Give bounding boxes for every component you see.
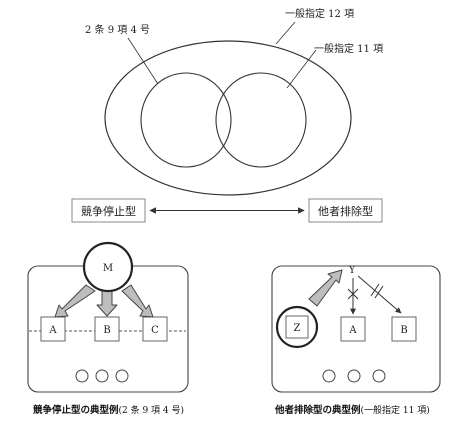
left-caption: 競争停止型の典型例(2 条 9 項 4 号) [33, 404, 184, 416]
right-example: A B Y Z 他者排除型の典型例(一般指定 11 項) [271, 265, 441, 416]
right-market-box [271, 265, 441, 393]
node-a: A [48, 325, 57, 336]
node-b-right-box [391, 316, 417, 342]
leader-outer [275, 21, 296, 45]
leader-left [127, 37, 159, 85]
right-dot-3 [372, 369, 386, 383]
node-c: C [151, 325, 159, 336]
node-z: Z [294, 323, 301, 334]
right-caption: 他者排除型の典型例(一般指定 11 項) [274, 404, 430, 416]
node-m: M [103, 263, 113, 274]
left-dot-3 [115, 369, 129, 383]
spectrum: 競争停止型 他者排除型 [71, 198, 383, 223]
node-m-circle [82, 241, 134, 293]
block-mark-b [370, 283, 384, 299]
node-c-box [142, 316, 168, 342]
left-dot-1 [75, 369, 89, 383]
arrow-m-to-b [96, 287, 118, 317]
label-ippan-12: 一般指定 12 項 [285, 7, 354, 20]
node-a-right-box [340, 316, 366, 342]
box-tasha-haijo-label: 他者排除型 [318, 204, 373, 218]
block-mark-a [347, 288, 359, 300]
node-z-box [285, 315, 309, 339]
right-dot-1 [322, 369, 336, 383]
outer-ellipse [104, 40, 352, 196]
box-kyoso-teishi-label: 競争停止型 [81, 204, 136, 218]
arrow-y-to-b [357, 275, 402, 314]
box-tasha-haijo [308, 198, 383, 223]
node-a-box [40, 316, 66, 342]
node-b-box [94, 316, 120, 342]
arrow-m-to-a [54, 284, 96, 318]
left-dot-2 [95, 369, 109, 383]
label-ippan-11: 一般指定 11 項 [314, 42, 383, 55]
right-inner-circle [215, 72, 307, 168]
leader-right [286, 49, 317, 89]
left-example: A B C M 競争停止型の典型例(2 条 9 項 4 号) [27, 241, 189, 416]
node-b-right: B [400, 325, 407, 336]
arrow-m-to-c [121, 284, 154, 318]
node-a-right: A [348, 325, 357, 336]
right-dot-2 [347, 369, 361, 383]
venn-diagram: 2 条 9 項 4 号 一般指定 12 項 一般指定 11 項 [85, 7, 383, 196]
node-b: B [103, 325, 110, 336]
left-inner-circle [140, 72, 232, 168]
label-2-9-4: 2 条 9 項 4 号 [85, 23, 150, 36]
node-y: Y [348, 265, 356, 276]
box-kyoso-teishi [71, 198, 146, 223]
arrow-z-to-y [308, 269, 343, 307]
